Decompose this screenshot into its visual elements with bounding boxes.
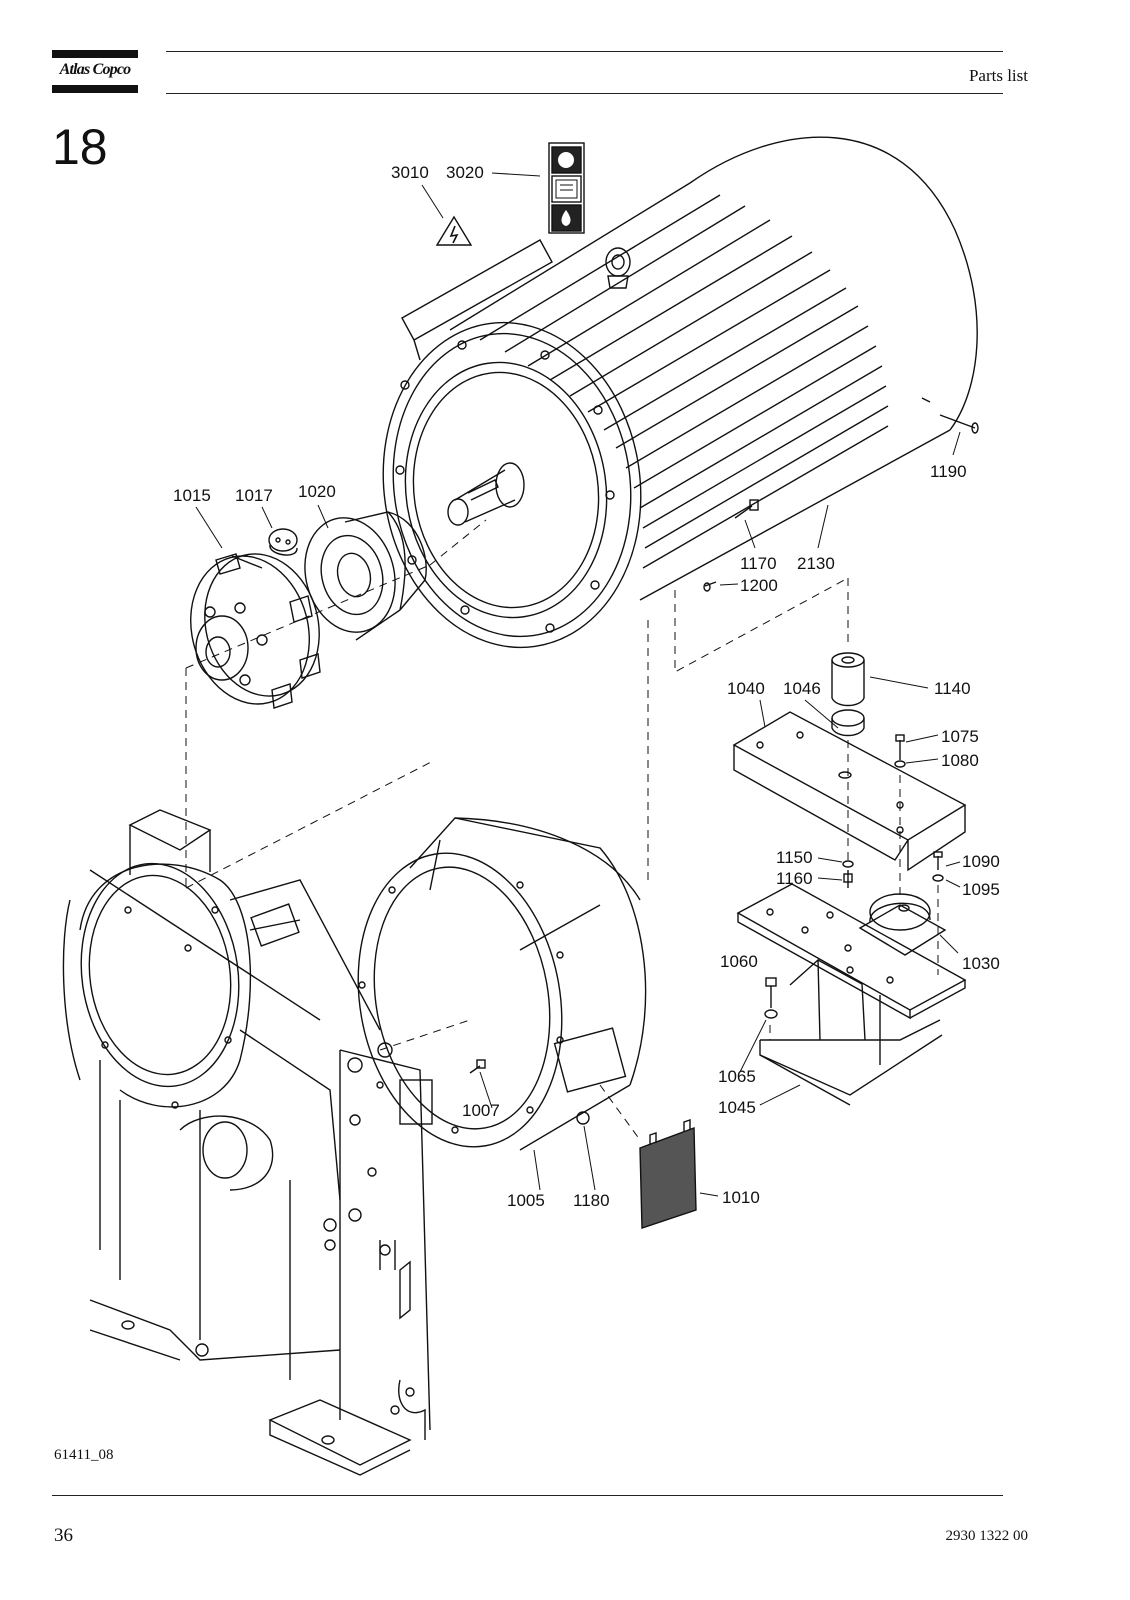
- callout-1080: 1080: [941, 751, 979, 770]
- motor-body: [382, 136, 979, 649]
- logo-top-bar: [52, 50, 138, 58]
- mesh-guard-1010: [639, 1119, 697, 1229]
- callout-2130: 2130: [797, 554, 835, 573]
- section-number: 18: [52, 119, 108, 175]
- header-rule-top: [166, 51, 1003, 52]
- assembly-dashed-lines: [185, 519, 939, 1141]
- callout-1010: 1010: [722, 1188, 760, 1207]
- callout-1045: 1045: [718, 1098, 756, 1117]
- callout-1075: 1075: [941, 727, 979, 746]
- leader-lines: [195, 172, 961, 1197]
- logo-bottom-bar: [52, 85, 138, 93]
- page-title: Parts list: [968, 66, 1028, 85]
- bolt-1090-1095: [932, 851, 944, 882]
- callout-1095: 1095: [962, 880, 1000, 899]
- support-bracket-1040: [732, 711, 967, 872]
- adapter-housing-1005: [357, 817, 647, 1151]
- document-number: 2930 1322 00: [945, 1528, 1029, 1544]
- warning-triangle-icon: [435, 215, 473, 246]
- callout-3010: 3010: [391, 163, 429, 182]
- callout-1020: 1020: [298, 482, 336, 501]
- callout-1007: 1007: [462, 1101, 500, 1120]
- callout-1060: 1060: [720, 952, 758, 971]
- coupling-half-1020: [304, 511, 427, 641]
- callout-1046: 1046: [783, 679, 821, 698]
- callout-3020: 3020: [446, 163, 484, 182]
- callout-1190: 1190: [930, 462, 967, 481]
- damper-1140: [831, 652, 865, 737]
- base-stand-1045: [736, 883, 967, 1106]
- callout-1140: 1140: [934, 679, 971, 698]
- callout-1005: 1005: [507, 1191, 545, 1210]
- callout-1040: 1040: [727, 679, 765, 698]
- callout-1170: 1170: [740, 554, 777, 573]
- callout-1180: 1180: [573, 1191, 610, 1210]
- callout-1015: 1015: [173, 486, 211, 505]
- callout-1150: 1150: [776, 848, 813, 867]
- figure-id: 61411_08: [54, 1447, 114, 1463]
- callout-1160: 1160: [776, 869, 813, 888]
- header-rule-bottom: [166, 93, 1003, 94]
- callout-1200: 1200: [740, 576, 778, 595]
- gearbox-frame: [62, 809, 433, 1476]
- callout-1017: 1017: [235, 486, 273, 505]
- callout-1030: 1030: [962, 954, 1000, 973]
- atlas-copco-logo: Atlas Copco: [52, 48, 138, 94]
- page-number: 36: [54, 1525, 73, 1546]
- decal-strip-icon: [548, 142, 585, 234]
- logo-text: Atlas Copco: [59, 61, 132, 78]
- bolt-1075-1080: [894, 734, 906, 768]
- callout-1090: 1090: [962, 852, 1000, 871]
- coupling-insert-1017: [268, 528, 298, 556]
- coupling-half-1015: [190, 553, 321, 709]
- bolt-1150-1160: [842, 860, 854, 888]
- callout-1065: 1065: [718, 1067, 756, 1086]
- footer-rule: [52, 1495, 1003, 1496]
